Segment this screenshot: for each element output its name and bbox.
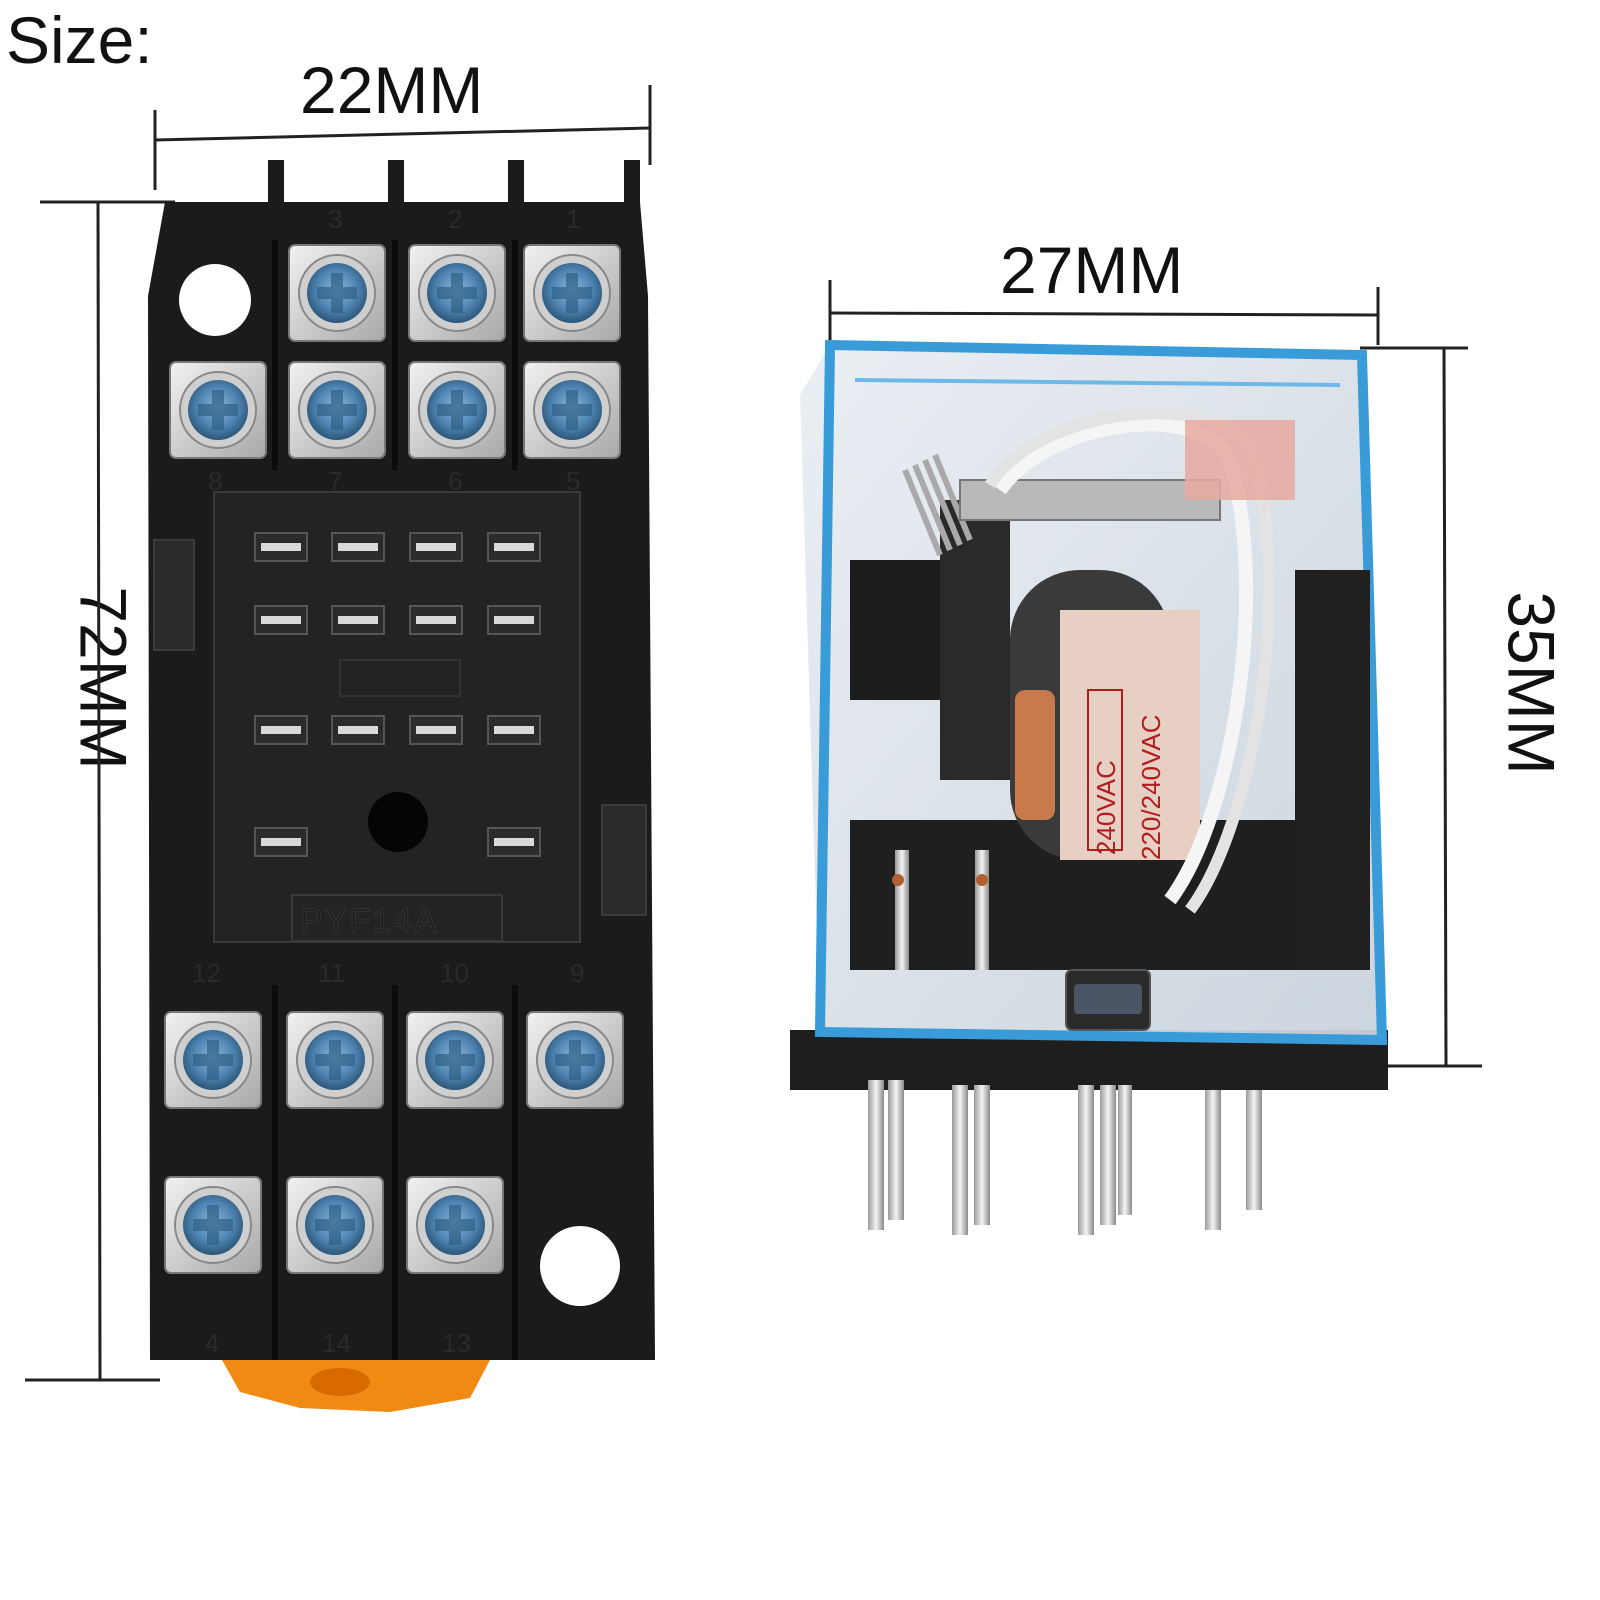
terminal-number-9: 9 [570, 958, 584, 988]
screw-terminal-6 [408, 361, 506, 459]
terminal-number-11: 11 [318, 958, 345, 988]
screw-terminal-8 [169, 361, 267, 459]
coil-rating-2: 240VAC [1091, 760, 1121, 855]
relay-coil [1060, 610, 1200, 860]
terminal-number-6: 6 [448, 466, 462, 496]
relay-pins [868, 1080, 1262, 1235]
terminal-number-2: 2 [448, 204, 462, 234]
socket-width-label: 22MM [300, 53, 484, 127]
terminal-number-12: 12 [192, 958, 221, 988]
screw-terminal-10 [406, 1011, 504, 1109]
relay-width-label: 27MM [1000, 233, 1184, 307]
screw-terminal-2 [408, 244, 506, 342]
socket-center-hole [368, 792, 428, 852]
screw-terminal-1 [523, 244, 621, 342]
terminal-number-14: 14 [322, 1328, 351, 1358]
dimension-lines [25, 85, 1482, 1382]
size-label: Size: [6, 3, 153, 77]
terminal-number-3: 3 [328, 204, 342, 234]
screw-terminal-14 [286, 1176, 384, 1274]
terminal-number-7: 7 [328, 466, 342, 496]
terminal-number-8: 8 [208, 466, 222, 496]
screw-terminal-9 [526, 1011, 624, 1109]
terminal-number-13: 13 [442, 1328, 471, 1358]
screw-terminal-3 [288, 244, 386, 342]
terminal-number-4: 4 [205, 1328, 219, 1358]
screw-terminal-13 [406, 1176, 504, 1274]
screw-terminal-5 [523, 361, 621, 459]
mounting-hole-bottom [540, 1226, 620, 1306]
terminal-numbers: 3 2 1 8 7 6 5 12 11 10 9 4 14 13 [192, 204, 584, 1358]
screw-terminal-4 [164, 1176, 262, 1274]
terminal-number-1: 1 [566, 204, 580, 234]
socket-model-label: PYF14A [300, 902, 439, 940]
coil-rating-1: 220/240VAC [1136, 714, 1166, 860]
mounting-hole-top [179, 264, 251, 336]
relay: 220/240VAC 240VAC [790, 339, 1388, 1235]
terminal-number-10: 10 [440, 958, 469, 988]
screw-terminal-12 [164, 1011, 262, 1109]
screw-terminal-7 [288, 361, 386, 459]
screw-terminal-11 [286, 1011, 384, 1109]
terminal-number-5: 5 [566, 466, 580, 496]
